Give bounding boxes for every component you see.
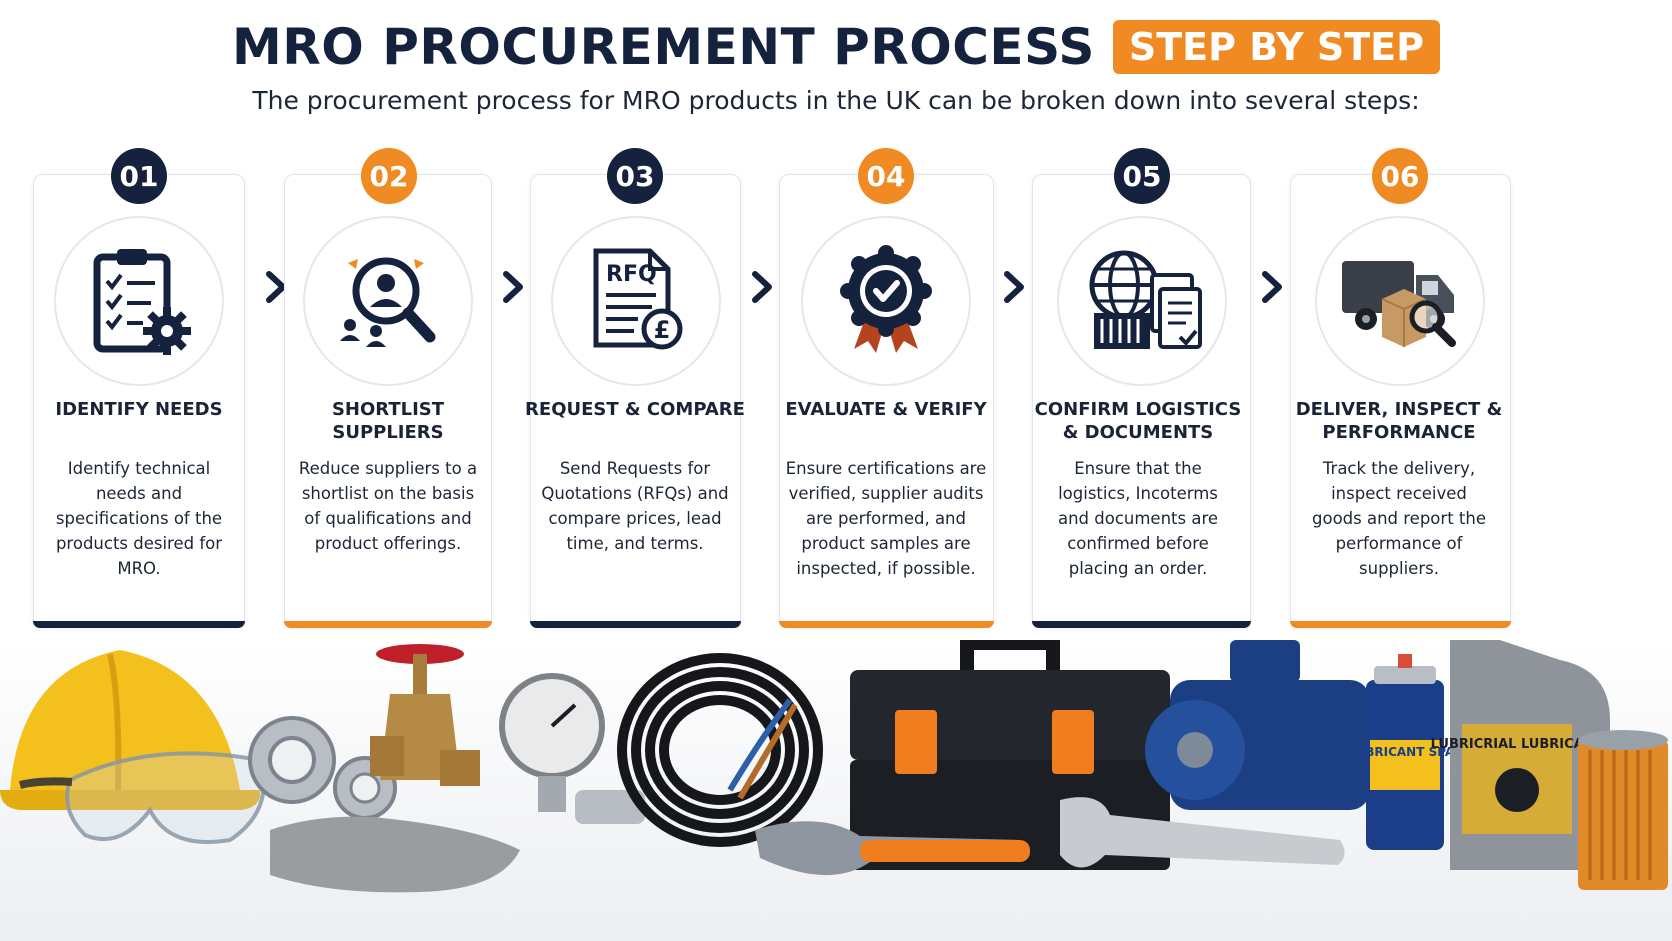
mro-products-illustration: LUBRICANT SPAY LUBRICRIAL LUBRICANT: [0, 640, 1672, 941]
step-title: DELIVER, INSPECT & PERFORMANCE: [1295, 399, 1503, 443]
step-description: Send Requests for Quotations (RFQs) and …: [541, 459, 729, 553]
step-title: SHORTLIST SUPPLIERS: [331, 399, 445, 443]
process-steps: 01 IDENTIFY NEEDS Identify tec: [0, 148, 1672, 640]
step-icon-circle: [1315, 216, 1485, 386]
step-card-accent-bar: [284, 621, 492, 628]
step-number-badge: 06: [1372, 148, 1428, 204]
step-description: Identify technical needs and specificati…: [55, 459, 223, 578]
spray-label-text: LUBRICANT SPAY: [1348, 745, 1462, 759]
step-number-badge: 01: [111, 148, 167, 204]
work-gloves: [270, 816, 520, 893]
ball-bearings: [248, 716, 397, 820]
step-number-badge: 02: [361, 148, 417, 204]
lubricant-spray-can: LUBRICANT SPAY: [1348, 654, 1462, 850]
step-title: REQUEST & COMPARE: [525, 399, 745, 420]
wrench: [1060, 797, 1345, 868]
step-icon-circle: [801, 216, 971, 386]
chevron-right-icon: [1004, 271, 1024, 303]
header: MRO PROCUREMENT PROCESS STEP BY STEP The…: [0, 0, 1672, 140]
step-card-accent-bar: [779, 621, 994, 628]
chevron-right-icon: [503, 271, 523, 303]
chevron-right-icon: [1262, 271, 1282, 303]
magnifier-people-icon: [340, 257, 436, 347]
gate-valve: [370, 644, 480, 786]
step-by-step-badge: STEP BY STEP: [1112, 20, 1440, 74]
clipboard-checklist-gear-icon: [93, 249, 191, 355]
oil-filter: [1578, 730, 1668, 890]
globe-container-documents-icon: [1089, 250, 1202, 349]
step-icon-circle: RFQ £: [551, 216, 721, 386]
step-title: IDENTIFY NEEDS: [55, 399, 223, 420]
step-icon-circle: [1057, 216, 1227, 386]
electric-motor: [1145, 640, 1370, 810]
step-description: Ensure that the logistics, Incoterms and…: [1057, 459, 1219, 578]
pound-symbol: £: [654, 316, 671, 344]
rfq-label: RFQ: [606, 262, 657, 287]
truck-box-magnifier-icon: [1342, 261, 1456, 347]
step-card-accent-bar: [1032, 621, 1251, 628]
rfq-document-pound-icon: RFQ £: [593, 248, 683, 350]
step-card-accent-bar: [1290, 621, 1511, 628]
pressure-gauge: [499, 673, 645, 824]
cable-coil: [617, 653, 823, 847]
page-title: MRO PROCUREMENT PROCESS: [232, 18, 1095, 76]
step-number-badge: 04: [858, 148, 914, 204]
lubricant-oil-jug: LUBRICRIAL LUBRICANT: [1431, 640, 1610, 870]
safety-glasses: [19, 751, 266, 844]
step-description: Reduce suppliers to a shortlist on the b…: [298, 459, 478, 553]
step-description: Ensure certifications are verified, supp…: [785, 459, 987, 578]
step-card-accent-bar: [33, 621, 245, 628]
step-number-badge: 05: [1114, 148, 1170, 204]
step-title: EVALUATE & VERIFY: [785, 399, 987, 420]
oil-label-text: LUBRICRIAL LUBRICANT: [1431, 737, 1604, 752]
page-subtitle: The procurement process for MRO products…: [252, 86, 1420, 115]
chevron-right-icon: [266, 271, 286, 303]
certified-badge-ribbon-icon: [840, 245, 932, 353]
svg-text:LUBRICRIAL LUBRICANT: LUBRICRIAL LUBRICANT: [1431, 737, 1604, 752]
step-card-accent-bar: [530, 621, 741, 628]
chevron-right-icon: [752, 271, 772, 303]
svg-text:LUBRICANT SPAY: LUBRICANT SPAY: [1348, 745, 1462, 759]
step-description: Track the delivery, inspect received goo…: [1312, 459, 1486, 578]
step-number-badge: 03: [607, 148, 663, 204]
step-icon-circle: [303, 216, 473, 386]
step-icon-circle: [54, 216, 224, 386]
title-row: MRO PROCUREMENT PROCESS STEP BY STEP: [0, 18, 1672, 76]
step-title: CONFIRM LOGISTICS & DOCUMENTS: [1034, 399, 1242, 443]
